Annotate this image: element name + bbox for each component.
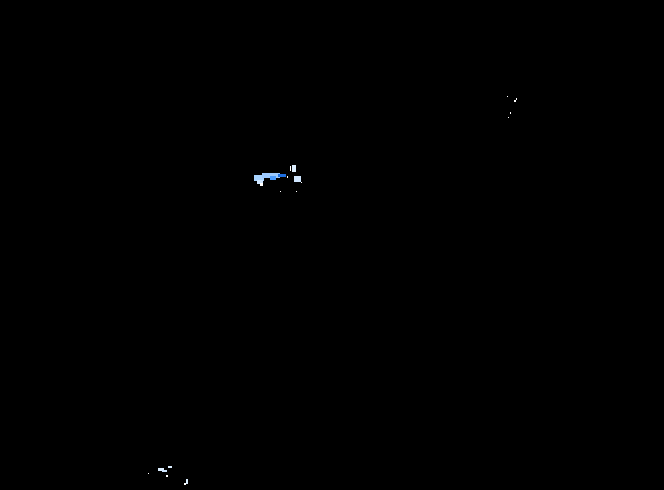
noise-pixel	[148, 473, 149, 474]
noise-pixel	[508, 117, 509, 118]
noise-pixel	[260, 183, 263, 186]
noise-pixel	[162, 470, 167, 472]
noise-pixel	[254, 175, 264, 181]
noise-pixel	[287, 176, 288, 178]
noise-pixel	[301, 182, 302, 183]
noise-pixel	[294, 176, 301, 182]
noise-pixel	[278, 174, 286, 177]
noise-pixel	[514, 100, 516, 102]
noise-pixel	[257, 180, 263, 184]
noise-pixel	[507, 96, 508, 97]
noise-pixel	[262, 173, 280, 178]
noise-pixel	[292, 165, 296, 172]
noise-pixel	[158, 468, 164, 471]
noise-pixel	[516, 98, 517, 100]
noise-pixel	[296, 191, 297, 192]
noise-pixel	[168, 466, 172, 468]
noise-pixel	[510, 112, 511, 114]
noise-pixel	[166, 475, 168, 477]
noise-pixel	[186, 479, 188, 484]
noise-pixel	[184, 483, 186, 485]
noise-pixel	[280, 191, 281, 192]
noise-pixel	[270, 176, 276, 180]
noise-pixel	[290, 166, 291, 171]
